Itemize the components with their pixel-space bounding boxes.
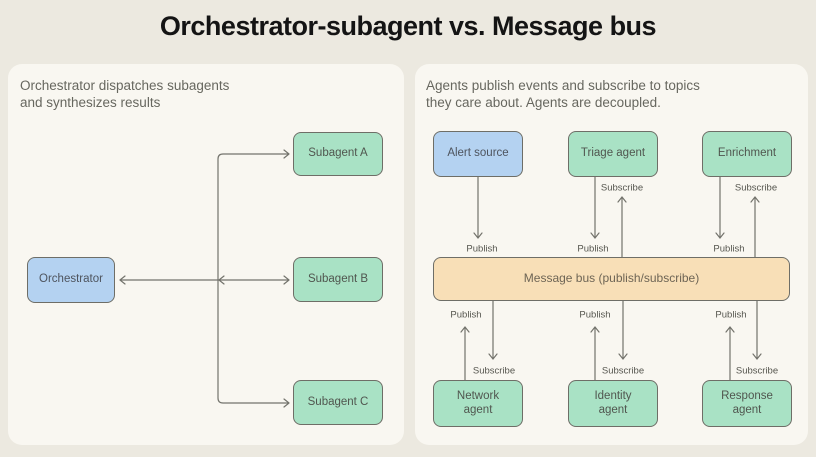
- arrowhead-to-subagent-b: [283, 275, 290, 285]
- node-orchestrator: Orchestrator: [27, 257, 115, 303]
- node-network-agent-label: Network agent: [456, 390, 500, 416]
- panel-message-bus: Agents publish events and subscribe to t…: [415, 64, 808, 445]
- page-title: Orchestrator-subagent vs. Message bus: [159, 11, 657, 41]
- label-enrichment-publish: Publish: [713, 243, 745, 255]
- node-response-agent-label: Response agent: [721, 390, 773, 416]
- node-triage-agent-label: Triage agent: [580, 147, 646, 160]
- node-enrichment-label: Enrichment: [717, 147, 777, 160]
- arrowhead-alert-publish: [473, 232, 483, 239]
- node-triage-agent: Triage agent: [568, 131, 658, 177]
- arrowhead-at-branch-junction: [218, 275, 225, 285]
- arrowhead-enrichment-publish: [715, 232, 725, 239]
- node-alert-source-label: Alert source: [447, 147, 509, 160]
- node-subagent-c-label: Subagent C: [307, 395, 369, 408]
- arrowhead-identity-subscribe: [618, 353, 628, 360]
- arrowhead-identity-publish: [590, 326, 600, 333]
- node-subagent-c: Subagent C: [293, 380, 383, 425]
- arrowhead-response-subscribe: [752, 353, 762, 360]
- arrowhead-response-publish: [725, 326, 735, 333]
- label-triage-publish: Publish: [577, 243, 609, 255]
- arrowhead-triage-subscribe: [617, 196, 627, 203]
- node-subagent-a: Subagent A: [293, 132, 383, 176]
- node-message-bus: Message bus (publish/subscribe): [433, 257, 790, 301]
- label-network-subscribe: Subscribe: [472, 365, 516, 377]
- node-subagent-b: Subagent B: [293, 257, 383, 302]
- node-enrichment: Enrichment: [702, 131, 792, 177]
- label-identity-publish: Publish: [579, 309, 611, 321]
- arrowhead-network-subscribe: [488, 353, 498, 360]
- label-alert-publish: Publish: [466, 243, 498, 255]
- label-enrichment-subscribe: Subscribe: [734, 182, 778, 194]
- arrowhead-triage-publish: [590, 232, 600, 239]
- arrowhead-to-orchestrator: [119, 275, 126, 285]
- node-orchestrator-label: Orchestrator: [39, 273, 103, 286]
- node-alert-source: Alert source: [433, 131, 523, 177]
- left-panel-heading: Orchestrator dispatches subagents and sy…: [20, 78, 230, 110]
- node-response-agent: Response agent: [702, 380, 792, 427]
- arrowhead-enrichment-subscribe: [750, 196, 760, 203]
- node-identity-agent: Identity agent: [568, 380, 658, 427]
- label-response-subscribe: Subscribe: [735, 365, 779, 377]
- arrowhead-to-subagent-a: [283, 149, 290, 159]
- arrowhead-to-subagent-c: [283, 398, 290, 408]
- label-network-publish: Publish: [450, 309, 482, 321]
- arrowhead-network-publish: [460, 326, 470, 333]
- node-network-agent: Network agent: [433, 380, 523, 427]
- node-subagent-a-label: Subagent A: [308, 147, 368, 160]
- node-message-bus-label: Message bus (publish/subscribe): [523, 271, 700, 286]
- label-identity-subscribe: Subscribe: [601, 365, 645, 377]
- node-identity-agent-label: Identity agent: [594, 390, 632, 416]
- node-subagent-b-label: Subagent B: [307, 272, 369, 285]
- label-response-publish: Publish: [715, 309, 747, 321]
- right-panel-heading: Agents publish events and subscribe to t…: [426, 78, 700, 110]
- label-triage-subscribe: Subscribe: [600, 182, 644, 194]
- panel-orchestrator-subagent: Orchestrator dispatches subagents and sy…: [8, 64, 404, 445]
